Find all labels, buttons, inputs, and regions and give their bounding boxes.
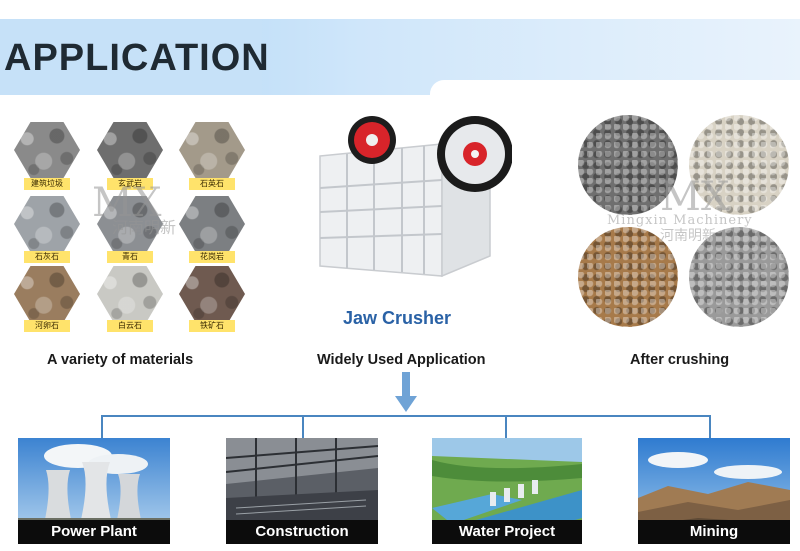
material-label: 白云石 [107,320,153,332]
tree-branch-line [709,415,711,438]
machine-title: Jaw Crusher [343,308,452,328]
material-hex-3 [14,196,80,252]
arrow-down-icon [395,372,417,412]
tree-horizontal-line [101,415,711,417]
product-circle-2 [578,227,678,327]
application-label: Power Plant [18,520,170,544]
application-water-project: Water Project [432,438,582,544]
watermark-chinese: 河南明新 [112,218,177,237]
application-label: Construction [226,520,378,544]
material-label: 石英石 [189,178,235,190]
jaw-crusher-image [319,116,512,278]
tree-branch-line [302,415,304,438]
application-mining: Mining [638,438,790,544]
watermark-chinese: 河南明新 [660,228,716,244]
application-label: Mining [638,520,790,544]
material-label: 建筑垃圾 [24,178,70,190]
machine-caption: Widely Used Application [317,352,486,368]
product-circle-1 [689,115,789,215]
material-hex-1 [97,122,163,178]
banner-tab-cutout [430,80,800,98]
material-label: 河卵石 [24,320,70,332]
material-label: 花岗岩 [189,251,235,263]
material-hex-0 [14,122,80,178]
header-banner: APPLICATION [0,19,800,95]
material-hex-8 [179,266,245,322]
banner-title-band [0,19,262,95]
watermark-brand: MX [660,174,730,220]
products-caption: After crushing [630,352,730,368]
material-hex-6 [14,266,80,322]
tree-branch-line [101,415,103,438]
materials-caption: A variety of materials [47,352,194,368]
material-label: 青石 [107,251,153,263]
tree-branch-line [505,415,507,438]
product-circle-0 [578,115,678,215]
watermark-subtitle: Mingxin Machinery [607,213,753,228]
application-construction: Construction [226,438,378,544]
material-hex-5 [179,196,245,252]
material-hex-7 [97,266,163,322]
material-label: 石灰石 [24,251,70,263]
application-power-plant: Power Plant [18,438,170,544]
material-label: 玄武岩 [107,178,153,190]
application-label: Water Project [432,520,582,544]
page-title: APPLICATION [4,37,270,79]
material-label: 铁矿石 [189,320,235,332]
product-circle-3 [689,227,789,327]
watermark-brand: MX [92,180,162,226]
material-hex-2 [179,122,245,178]
